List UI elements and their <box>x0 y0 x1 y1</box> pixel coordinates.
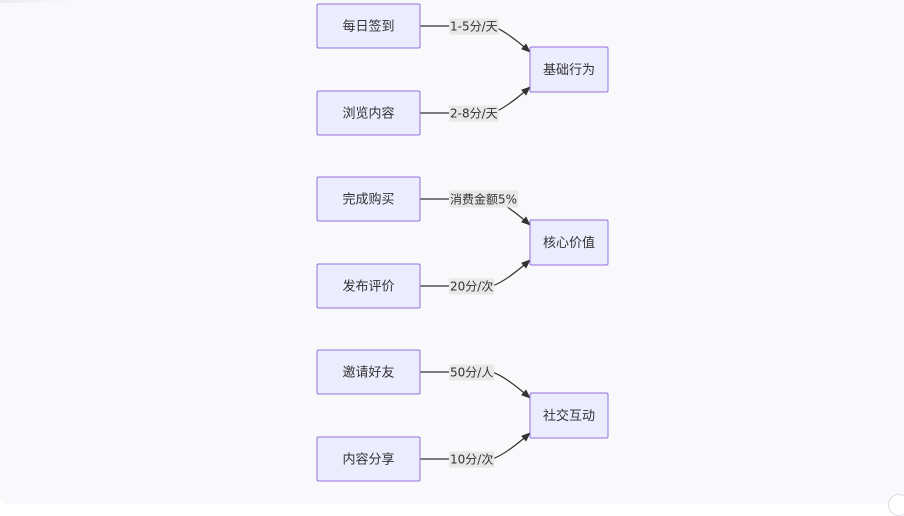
edge-label-background <box>449 190 519 208</box>
target-node-label: 社交互动 <box>543 408 595 424</box>
edge-label-text: 1-5分/天 <box>450 20 498 34</box>
target-node[interactable]: 基础行为 <box>529 46 609 93</box>
source-node-label: 浏览内容 <box>342 106 394 122</box>
edge-label: 1-5分/天 <box>449 18 499 35</box>
edge-label-background <box>449 278 495 295</box>
target-node-label: 核心价值 <box>543 235 595 251</box>
edge-label: 消费金额5% <box>449 190 519 208</box>
source-node[interactable]: 完成购买 <box>316 176 421 222</box>
source-node-box <box>316 3 421 49</box>
target-node-box <box>529 46 609 93</box>
source-node[interactable]: 浏览内容 <box>316 90 421 136</box>
source-node-label: 发布评价 <box>342 279 394 295</box>
source-node-label: 内容分享 <box>342 452 394 468</box>
edge-label-text: 50分/人 <box>450 366 493 380</box>
edge-label-text: 消费金额5% <box>450 192 517 207</box>
target-node[interactable]: 社交互动 <box>529 392 609 439</box>
source-node[interactable]: 每日签到 <box>316 3 421 49</box>
source-node-label: 邀请好友 <box>342 365 394 381</box>
target-node-label: 基础行为 <box>543 63 595 78</box>
edge-label-background <box>449 364 495 381</box>
source-node-label: 每日签到 <box>342 19 394 35</box>
source-node-label: 完成购买 <box>342 192 394 208</box>
edge-label: 20分/次 <box>449 278 495 295</box>
edge-label-text: 20分/次 <box>450 280 493 294</box>
target-node-box <box>529 219 609 266</box>
source-node-box <box>316 436 421 482</box>
edge-label-background <box>449 18 499 35</box>
source-node-box <box>316 349 421 395</box>
source-node[interactable]: 邀请好友 <box>316 349 421 395</box>
edge-label: 50分/人 <box>449 364 495 381</box>
edge-label-background <box>449 105 499 122</box>
edge-label-background <box>449 451 495 468</box>
edge-label: 10分/次 <box>449 451 495 468</box>
source-node-box <box>316 90 421 136</box>
source-node[interactable]: 内容分享 <box>316 436 421 482</box>
target-node[interactable]: 核心价值 <box>529 219 609 266</box>
edge-label-text: 2-8分/天 <box>450 107 498 121</box>
source-node-box <box>316 176 421 222</box>
toolbar-shadow <box>0 0 70 3</box>
target-node-box <box>529 392 609 439</box>
source-node-box <box>316 263 421 309</box>
edge-label-text: 10分/次 <box>450 453 493 467</box>
edge-label: 2-8分/天 <box>449 105 499 122</box>
source-node[interactable]: 发布评价 <box>316 263 421 309</box>
